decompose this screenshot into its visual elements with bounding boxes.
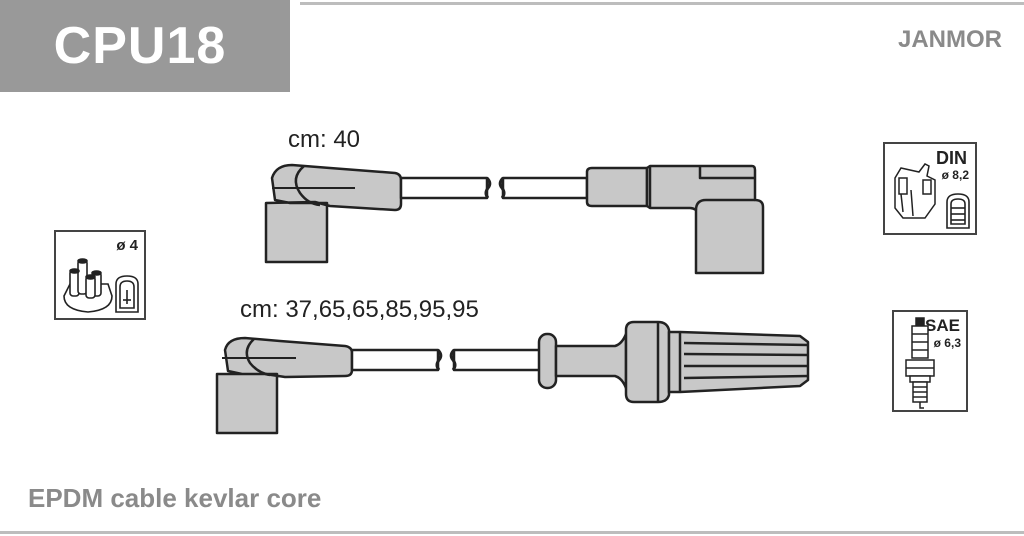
- bottom-cable-lengths: cm: 37,65,65,85,95,95: [240, 296, 479, 323]
- distributor-badge: ø 4: [54, 230, 146, 320]
- part-code-banner: CPU18: [0, 0, 290, 92]
- coil-terminal-icon: [946, 193, 970, 229]
- coil-diameter: ø 8,2: [941, 168, 969, 182]
- terminal-socket-icon: [115, 275, 139, 313]
- brand-name: JANMOR: [897, 26, 1002, 53]
- spark-plug-sae-badge: SAE ø 6,3: [892, 310, 968, 412]
- coil-din-badge: DIN ø 8,2: [883, 142, 977, 235]
- spark-plug-standard: SAE: [925, 316, 960, 335]
- top-divider: [300, 2, 1024, 5]
- part-code: CPU18: [53, 17, 227, 75]
- spark-plug-icon: [905, 317, 935, 409]
- coil-standard: DIN: [936, 148, 967, 168]
- ignition-coil-icon: [894, 163, 936, 219]
- bottom-divider: [0, 531, 1024, 534]
- cable-description: EPDM cable kevlar core: [28, 483, 322, 513]
- distributor-cap-icon: [63, 258, 113, 313]
- top-cable-length: cm: 40: [288, 126, 361, 153]
- distributor-diameter: ø 4: [116, 237, 138, 254]
- spark-plug-diameter: ø 6,3: [933, 336, 961, 350]
